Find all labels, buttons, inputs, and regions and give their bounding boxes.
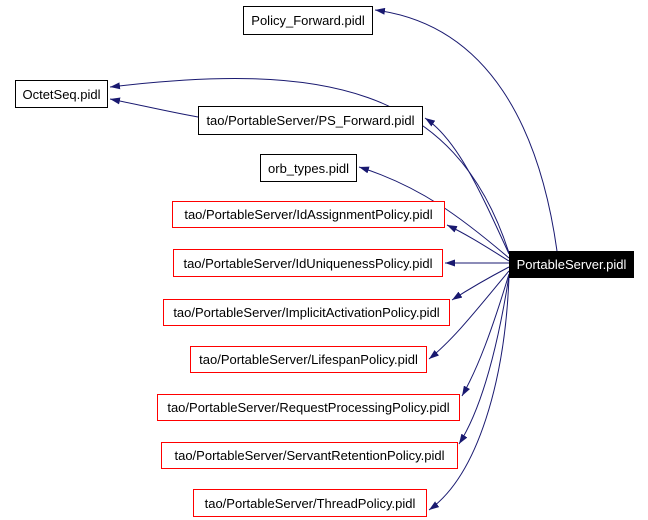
node-policy-forward: Policy_Forward.pidl	[243, 6, 373, 35]
node-implicit-activation-policy[interactable]: tao/PortableServer/ImplicitActivationPol…	[163, 299, 450, 326]
edge-root-to-implicit-activation	[451, 266, 510, 301]
edge-root-to-ps-forward	[424, 117, 510, 255]
node-octetseq: OctetSeq.pidl	[15, 80, 108, 108]
node-portable-server-root: PortableServer.pidl	[509, 251, 634, 278]
edge-root-to-thread	[428, 276, 510, 511]
node-orb-types: orb_types.pidl	[260, 154, 357, 182]
node-servant-retention-policy[interactable]: tao/PortableServer/ServantRetentionPolic…	[161, 442, 458, 469]
edge-root-to-lifespan	[428, 270, 510, 360]
edge-root-to-policy-forward	[374, 7, 558, 252]
edge-root-to-servant-retention	[458, 275, 510, 445]
edge-root-to-request-processing	[461, 273, 510, 397]
node-id-assignment-policy[interactable]: tao/PortableServer/IdAssignmentPolicy.pi…	[172, 201, 445, 228]
edge-root-to-octetseq	[109, 77, 510, 254]
edge-root-to-id-assignment	[446, 224, 510, 262]
edge-ps-forward-to-octetseq	[109, 97, 199, 118]
node-lifespan-policy[interactable]: tao/PortableServer/LifespanPolicy.pidl	[190, 346, 427, 373]
node-thread-policy[interactable]: tao/PortableServer/ThreadPolicy.pidl	[193, 489, 427, 517]
node-request-processing-policy[interactable]: tao/PortableServer/RequestProcessingPoli…	[157, 394, 460, 421]
node-ps-forward: tao/PortableServer/PS_Forward.pidl	[198, 106, 423, 135]
node-id-uniqueness-policy[interactable]: tao/PortableServer/IdUniquenessPolicy.pi…	[173, 249, 443, 277]
